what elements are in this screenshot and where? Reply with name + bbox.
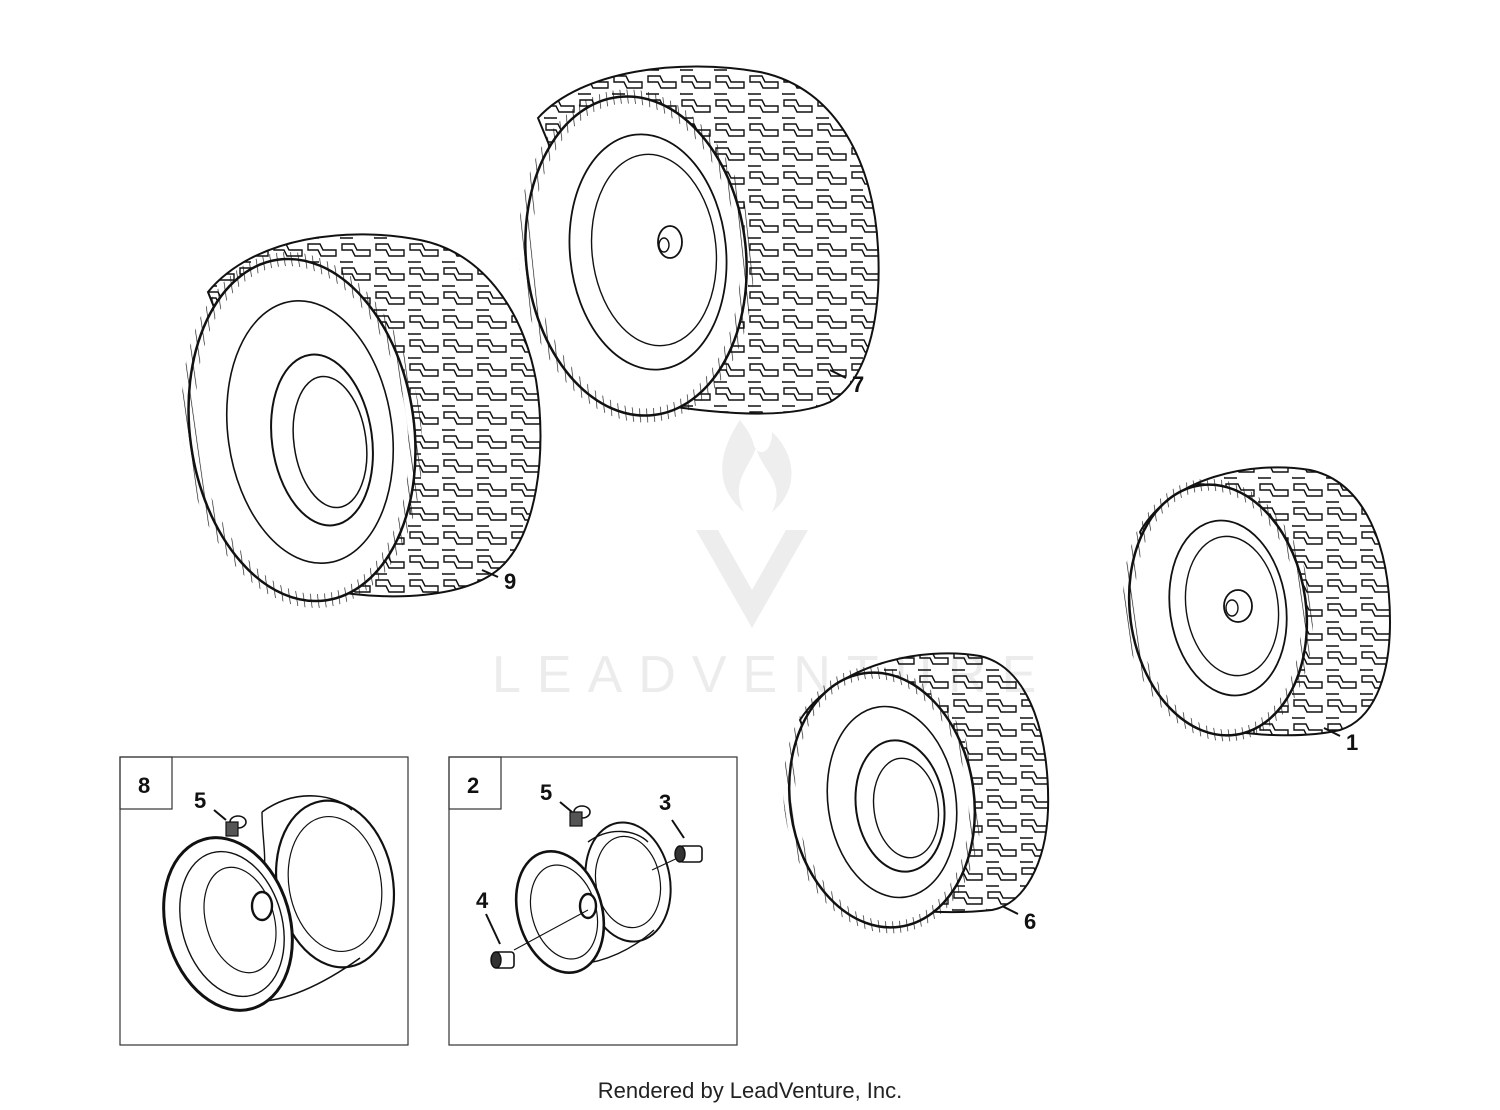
bushing-icon: [490, 951, 515, 969]
valve-stem-icon: [225, 815, 247, 837]
callout-1: 1: [1346, 730, 1358, 755]
detail-box-8[interactable]: 8 5: [119, 756, 409, 1046]
callout-3: 3: [659, 790, 671, 815]
callout-4: 4: [476, 888, 489, 913]
detail-box-label: 2: [467, 773, 479, 798]
tire-item-1[interactable]: [1113, 466, 1392, 747]
rim-icon: [513, 821, 683, 975]
rim-icon: [162, 795, 396, 1012]
footer-credit: Rendered by LeadVenture, Inc.: [597, 1078, 903, 1103]
callout-6: 6: [1024, 909, 1036, 934]
tire-item-6[interactable]: [773, 652, 1050, 939]
callout-7: 7: [852, 372, 864, 397]
callout-5: 5: [194, 788, 206, 813]
detail-box-label: 8: [138, 773, 150, 798]
tire-item-9[interactable]: [167, 233, 542, 616]
tire-item-7[interactable]: [510, 65, 880, 427]
watermark-logo: [696, 420, 808, 628]
callout-5: 5: [540, 780, 552, 805]
detail-box-2[interactable]: 2 5 3 4: [448, 756, 738, 1046]
wheel-bore: [270, 353, 374, 527]
bushing-icon: [674, 845, 703, 863]
wheel-bore: [854, 739, 946, 873]
callout-9: 9: [504, 569, 516, 594]
valve-stem-icon: [569, 805, 591, 827]
